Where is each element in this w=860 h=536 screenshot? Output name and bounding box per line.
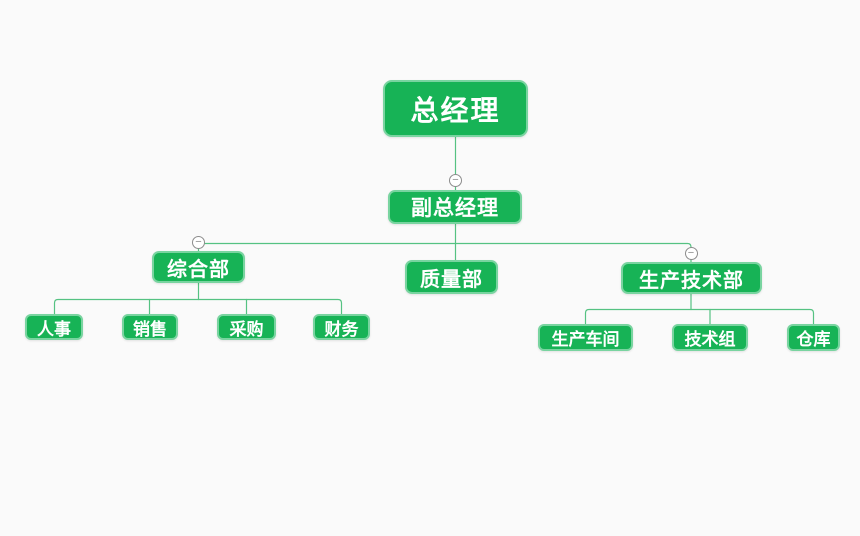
node-hr[interactable]: 人事 — [25, 314, 83, 340]
node-general-manager[interactable]: 总经理 — [383, 80, 528, 137]
collapse-toggle-icon[interactable]: − — [684, 246, 698, 260]
node-purchasing[interactable]: 采购 — [217, 314, 276, 340]
node-warehouse[interactable]: 仓库 — [787, 324, 840, 351]
collapse-toggle-icon[interactable]: − — [192, 236, 205, 249]
node-technical-group[interactable]: 技术组 — [672, 324, 748, 351]
node-sales[interactable]: 销售 — [122, 314, 178, 340]
node-general-affairs-dept[interactable]: 综合部 — [152, 251, 245, 283]
node-production-workshop[interactable]: 生产车间 — [538, 324, 633, 351]
collapse-toggle-icon[interactable]: − — [449, 174, 462, 187]
node-deputy-general-manager[interactable]: 副总经理 — [388, 190, 522, 224]
node-finance[interactable]: 财务 — [313, 314, 370, 340]
node-production-tech-dept[interactable]: 生产技术部 — [621, 262, 762, 294]
node-quality-dept[interactable]: 质量部 — [405, 260, 498, 294]
